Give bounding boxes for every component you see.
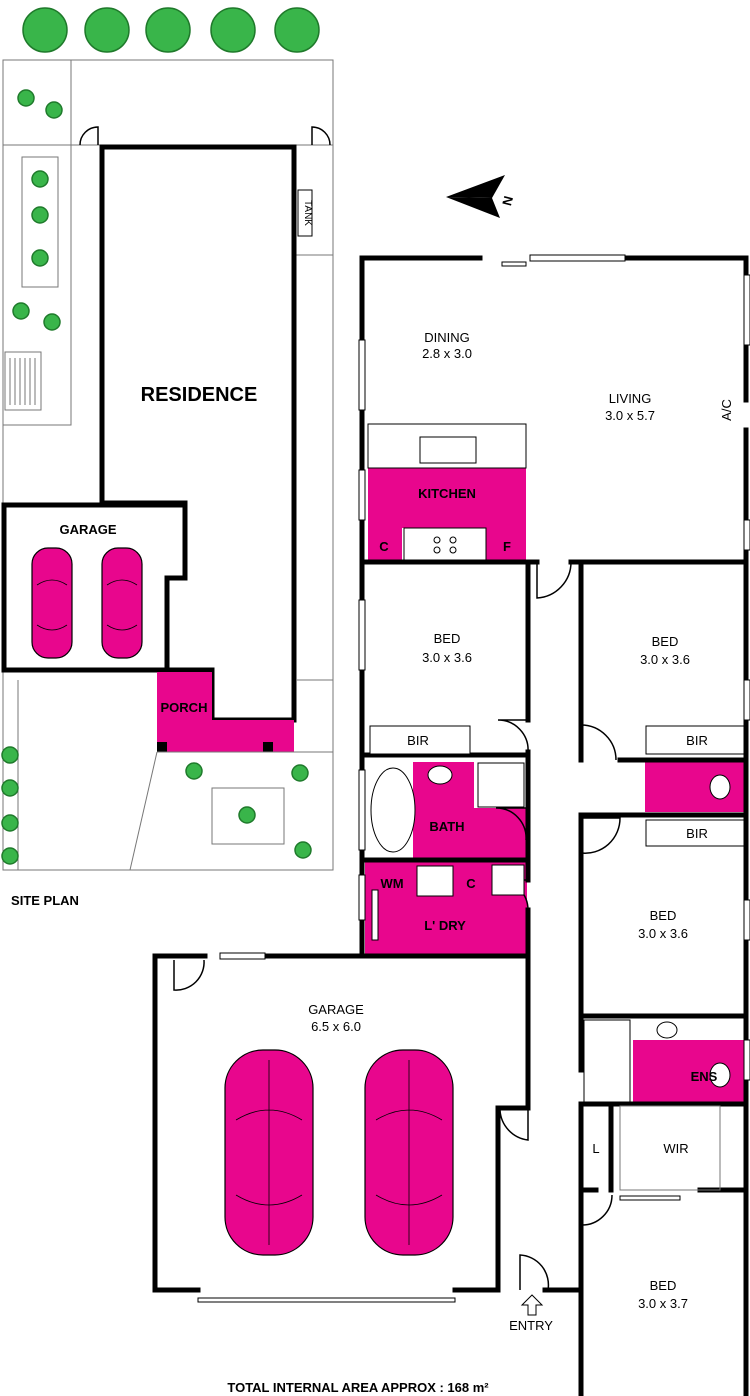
living-size: 3.0 x 5.7 — [605, 408, 655, 423]
room-labels: DINING 2.8 x 3.0 LIVING 3.0 x 5.7 A/C KI… — [227, 330, 734, 1395]
bed3-size: 3.0 x 3.6 — [638, 926, 688, 941]
north-arrow-icon: N — [446, 175, 516, 218]
bed1-bir-label: BIR — [407, 733, 429, 748]
front-trees — [22, 7, 320, 53]
laundry-name: L' DRY — [424, 918, 466, 933]
dining-name: DINING — [424, 330, 470, 345]
garage-car-1 — [224, 1049, 314, 1256]
garage-size: 6.5 x 6.0 — [311, 1019, 361, 1034]
wm-label: WM — [380, 876, 403, 891]
total-area-label: TOTAL INTERNAL AREA APPROX : 168 m² — [227, 1380, 489, 1395]
ac-label: A/C — [719, 399, 734, 421]
dining-size: 2.8 x 3.0 — [422, 346, 472, 361]
garage-car-2 — [364, 1049, 454, 1256]
floor-plan-rooms — [152, 254, 750, 1396]
wir-name: WIR — [663, 1141, 688, 1156]
bed4-size: 3.0 x 3.7 — [638, 1296, 688, 1311]
site-plan-label: SITE PLAN — [11, 893, 79, 908]
kitchen-cupboard-label: C — [379, 539, 389, 554]
wc-area — [645, 762, 748, 812]
linen-label: L — [592, 1141, 599, 1156]
bed2-bir-label: BIR — [686, 733, 708, 748]
entry-label: ENTRY — [509, 1318, 553, 1333]
bath-area — [413, 762, 526, 858]
bath-name: BATH — [429, 819, 464, 834]
bed3-bir-label: BIR — [686, 826, 708, 841]
porch-label: PORCH — [161, 700, 208, 715]
bed1-size: 3.0 x 3.6 — [422, 650, 472, 665]
bed3-name: BED — [650, 908, 677, 923]
ensuite-name: ENS — [691, 1069, 718, 1084]
site-car-1 — [31, 547, 73, 659]
tank-label: TANK — [302, 200, 313, 226]
compass-label: N — [499, 194, 516, 207]
fridge-label: F — [503, 539, 511, 554]
garage-name: GARAGE — [308, 1002, 364, 1017]
bed1-name: BED — [434, 631, 461, 646]
residence-label: RESIDENCE — [141, 384, 258, 406]
kitchen-name: KITCHEN — [418, 486, 476, 501]
living-name: LIVING — [609, 391, 652, 406]
kitchen-area — [368, 468, 526, 528]
site-plan: TANK RESIDENCE GARAGE PORCH — [1, 7, 334, 908]
site-garage-label: GARAGE — [59, 522, 116, 537]
site-car-2 — [101, 547, 143, 659]
laundry-cupboard-label: C — [466, 876, 476, 891]
bed4-name: BED — [650, 1278, 677, 1293]
bed2-size: 3.0 x 3.6 — [640, 652, 690, 667]
bed2-name: BED — [652, 634, 679, 649]
